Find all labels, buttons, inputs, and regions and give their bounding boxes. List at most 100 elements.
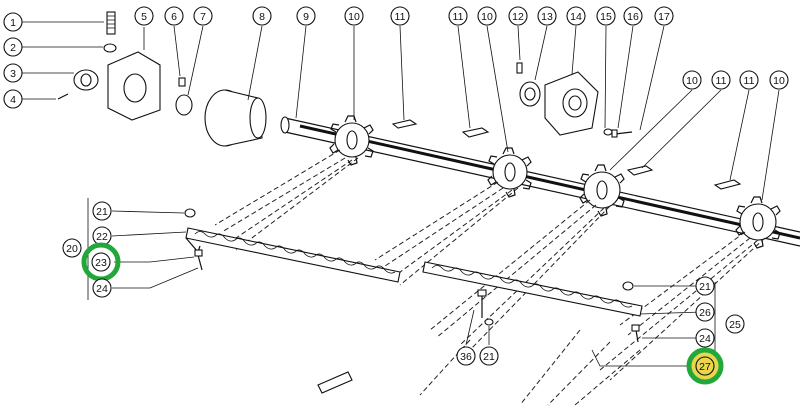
- svg-text:24: 24: [699, 333, 711, 345]
- bearing-housing-part: [107, 51, 161, 121]
- svg-text:26: 26: [699, 307, 711, 319]
- callout-16[interactable]: 16: [623, 6, 643, 26]
- callout-11[interactable]: 11: [711, 70, 731, 90]
- sprocket: [579, 164, 625, 217]
- svg-text:16: 16: [627, 11, 639, 23]
- svg-text:17: 17: [658, 11, 670, 23]
- key-part: [461, 127, 490, 138]
- bearing-part: [519, 81, 541, 107]
- sprocket: [735, 196, 781, 249]
- svg-text:11: 11: [716, 75, 727, 87]
- svg-text:9: 9: [303, 11, 309, 23]
- svg-text:4: 4: [10, 94, 16, 106]
- svg-text:10: 10: [481, 11, 493, 23]
- svg-text:5: 5: [141, 11, 147, 23]
- callout-11[interactable]: 11: [390, 6, 410, 26]
- callout-23-highlighted[interactable]: 23: [81, 242, 121, 282]
- callout-21[interactable]: 21: [92, 201, 112, 221]
- svg-text:22: 22: [96, 231, 108, 243]
- svg-text:21: 21: [483, 351, 495, 363]
- scraper-bar-left: [185, 227, 401, 283]
- svg-text:21: 21: [96, 206, 108, 218]
- pin-part: [516, 62, 523, 74]
- chain-fragment: [317, 371, 353, 394]
- callout-21[interactable]: 21: [695, 276, 715, 296]
- callout-4[interactable]: 4: [3, 89, 23, 109]
- callout-24[interactable]: 24: [92, 278, 112, 298]
- svg-text:36: 36: [460, 351, 472, 363]
- screw-part: [631, 324, 640, 343]
- svg-text:27: 27: [699, 361, 711, 373]
- svg-text:11: 11: [744, 75, 755, 87]
- svg-text:11: 11: [453, 11, 464, 23]
- svg-text:12: 12: [512, 11, 524, 23]
- key-part: [713, 179, 742, 190]
- svg-text:10: 10: [773, 75, 785, 87]
- callout-20[interactable]: 20: [62, 238, 82, 258]
- callout-3[interactable]: 3: [3, 63, 23, 83]
- svg-text:10: 10: [686, 75, 698, 87]
- callouts: 1 2 3 4 5 6 7 8 9 10 11 11 10 12 13 14 1…: [3, 6, 789, 385]
- sprocket: [487, 147, 532, 198]
- drive-shaft: [280, 116, 800, 247]
- callout-9[interactable]: 9: [296, 6, 316, 26]
- nut-part: [622, 281, 634, 291]
- svg-text:6: 6: [171, 11, 177, 23]
- callout-2[interactable]: 2: [3, 37, 23, 57]
- callout-21[interactable]: 21: [479, 346, 499, 366]
- bearing-part: [73, 69, 99, 91]
- bolt-part: [477, 289, 487, 318]
- bolt-part: [106, 11, 116, 35]
- callout-12[interactable]: 12: [508, 6, 528, 26]
- hub-part: [204, 89, 267, 147]
- svg-text:1: 1: [10, 17, 16, 29]
- callout-10[interactable]: 10: [769, 70, 789, 90]
- callout-5[interactable]: 5: [134, 6, 154, 26]
- callout-24[interactable]: 24: [695, 328, 715, 348]
- scraper-bar-right: [422, 261, 643, 317]
- callout-25[interactable]: 25: [725, 314, 745, 334]
- key-part: [391, 119, 418, 129]
- callout-22[interactable]: 22: [92, 226, 112, 246]
- nut-part: [103, 43, 117, 53]
- svg-text:25: 25: [729, 319, 741, 331]
- callout-17[interactable]: 17: [654, 6, 674, 26]
- svg-text:11: 11: [395, 11, 406, 23]
- callout-27-highlighted[interactable]: 27: [686, 347, 724, 385]
- svg-text:10: 10: [348, 11, 360, 23]
- callout-15[interactable]: 15: [596, 6, 616, 26]
- key-part: [626, 165, 654, 176]
- callout-7[interactable]: 7: [193, 6, 213, 26]
- svg-text:24: 24: [96, 283, 108, 295]
- screw-part: [611, 129, 633, 138]
- callout-14[interactable]: 14: [566, 6, 586, 26]
- washer-part: [603, 128, 613, 136]
- washer-part: [178, 77, 186, 87]
- callout-26[interactable]: 26: [695, 302, 715, 322]
- nut-part: [184, 208, 196, 218]
- svg-text:23: 23: [95, 257, 107, 269]
- svg-text:14: 14: [570, 11, 582, 23]
- sprocket: [329, 115, 374, 166]
- svg-text:13: 13: [541, 11, 553, 23]
- callout-1[interactable]: 1: [3, 12, 23, 32]
- callout-11[interactable]: 11: [448, 6, 468, 26]
- callout-36[interactable]: 36: [456, 346, 476, 366]
- svg-text:21: 21: [699, 281, 711, 293]
- callout-8[interactable]: 8: [252, 6, 272, 26]
- callout-10[interactable]: 10: [344, 6, 364, 26]
- svg-text:8: 8: [259, 11, 265, 23]
- leader-lines: [22, 21, 780, 380]
- callout-10[interactable]: 10: [477, 6, 497, 26]
- callout-13[interactable]: 13: [537, 6, 557, 26]
- callout-6[interactable]: 6: [164, 6, 184, 26]
- callout-11[interactable]: 11: [739, 70, 759, 90]
- svg-text:15: 15: [600, 11, 612, 23]
- svg-text:3: 3: [10, 68, 16, 80]
- flange-bearing-part: [544, 71, 599, 136]
- svg-text:7: 7: [200, 11, 206, 23]
- pin-part: [57, 93, 69, 100]
- nut-part: [484, 318, 494, 326]
- callout-10[interactable]: 10: [682, 70, 702, 90]
